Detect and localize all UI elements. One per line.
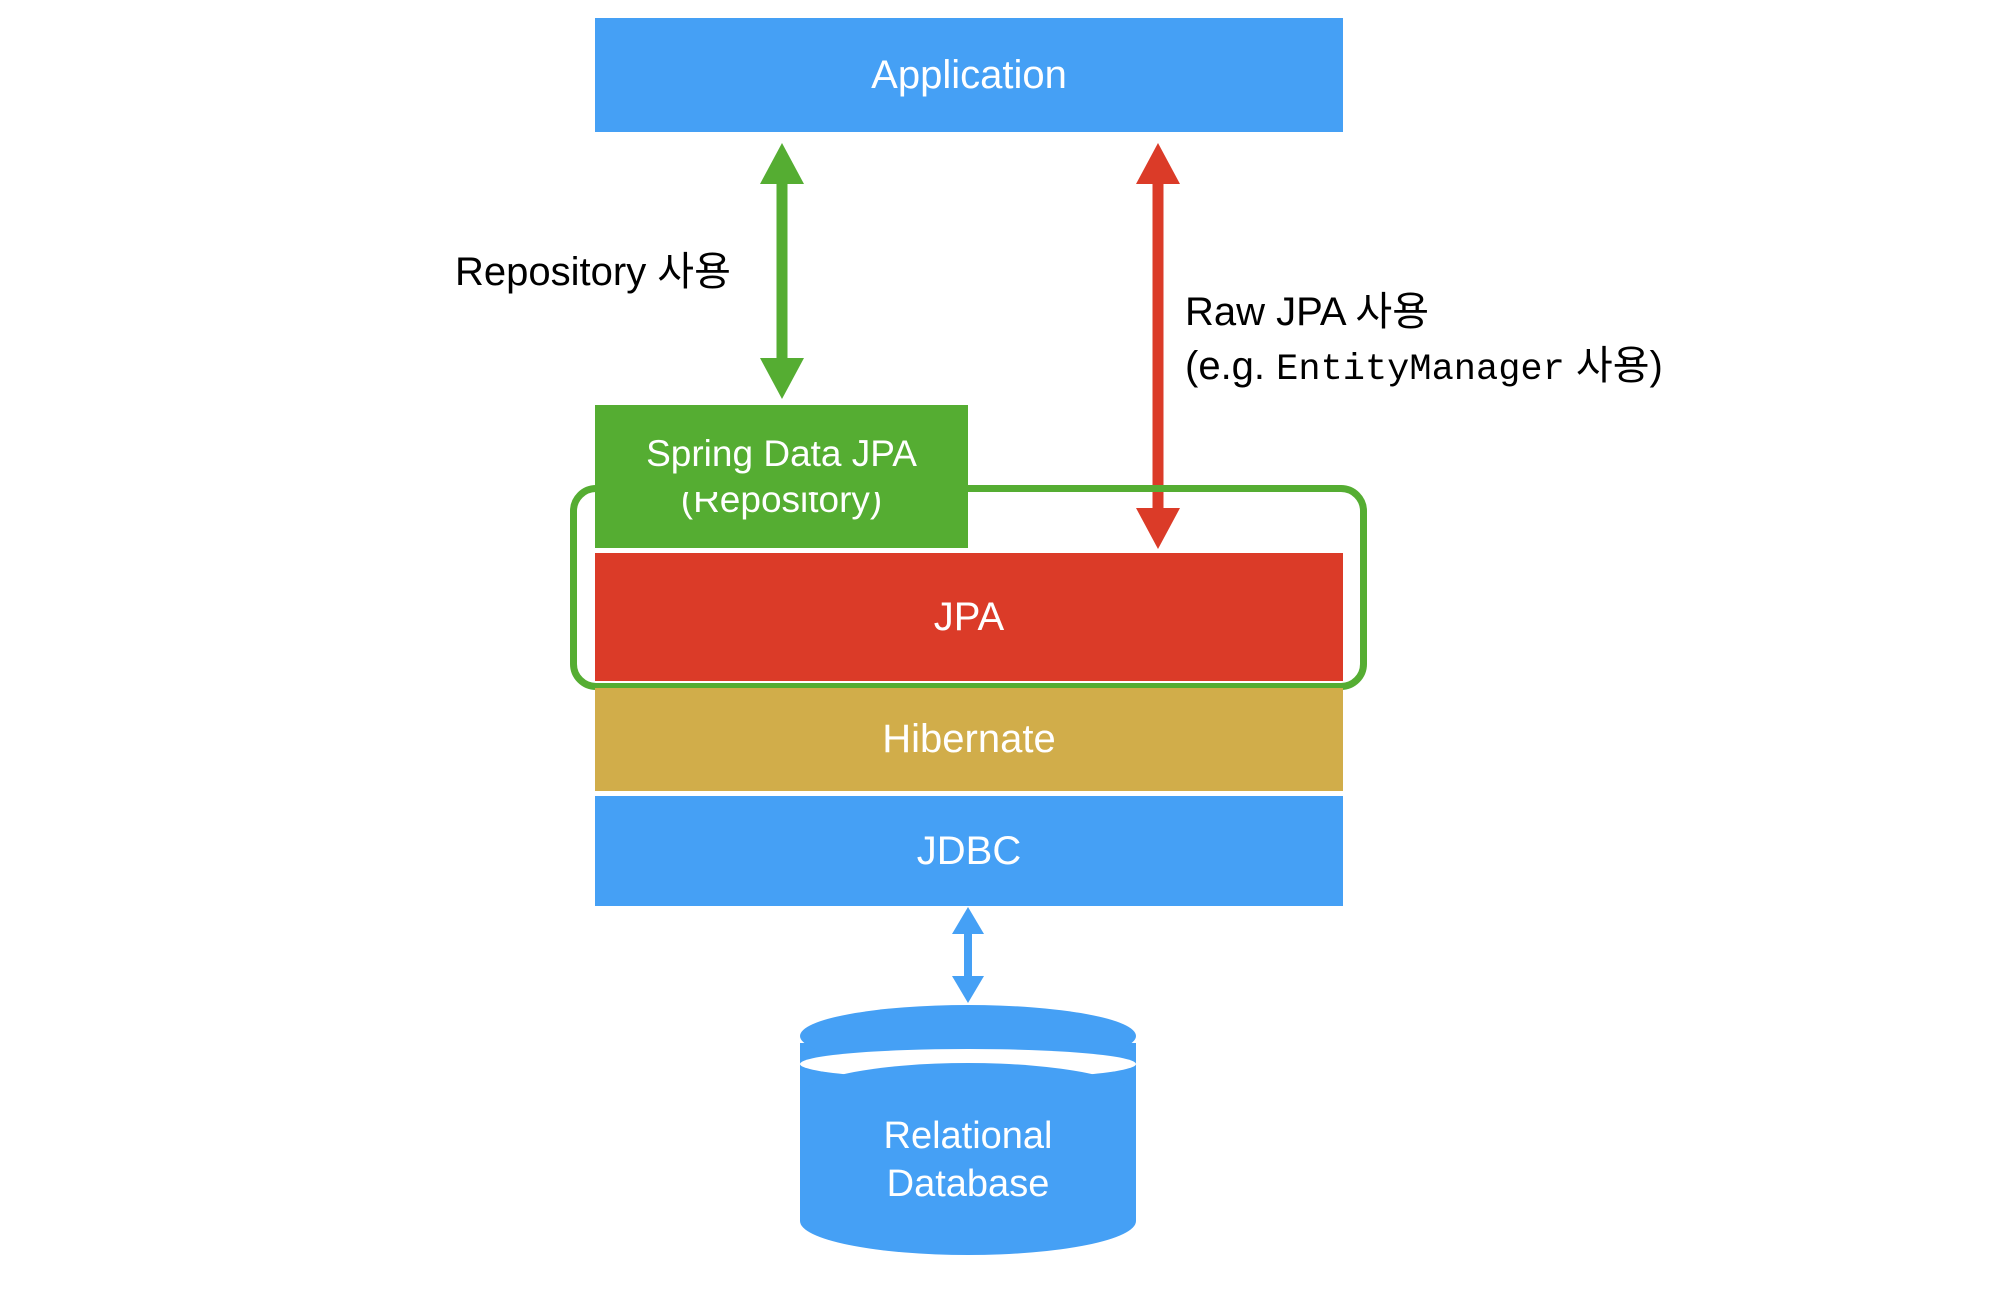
layer-label-hibernate: Hibernate — [882, 717, 1056, 762]
layer-box-jpa: JPA — [595, 553, 1343, 681]
annotation-repository-text: Repository 사용 — [455, 250, 731, 294]
annotation-raw-jpa-line2-prefix: (e.g. — [1185, 344, 1277, 388]
layer-label-spring-data-jpa: Spring Data JPA (Repository) — [646, 433, 917, 520]
annotation-raw-jpa-entitymanager: EntityManager — [1276, 349, 1565, 391]
layer-box-spring-data-jpa: Spring Data JPA (Repository) — [595, 405, 968, 548]
layer-label-jpa: JPA — [933, 594, 1005, 639]
annotation-repository-usage: Repository 사용 — [455, 245, 731, 299]
annotation-raw-jpa-line1: Raw JPA 사용 — [1185, 290, 1430, 334]
arrow-jdbc-to-database — [952, 907, 984, 1003]
layer-box-application: Application — [595, 18, 1343, 132]
arrow-repository-usage — [760, 143, 804, 399]
datastore-relational-database: Relational Database — [800, 1005, 1136, 1255]
layer-box-hibernate: Hibernate — [595, 688, 1343, 791]
datastore-label: Relational Database — [883, 1115, 1053, 1205]
annotation-raw-jpa-line2: (e.g. EntityManager 사용) — [1185, 339, 1663, 396]
layer-label-application: Application — [871, 52, 1067, 97]
layer-box-jdbc: JDBC — [595, 796, 1343, 906]
annotation-raw-jpa-line2-suffix: 사용) — [1564, 344, 1663, 388]
layer-label-jdbc: JDBC — [916, 828, 1022, 873]
arrow-raw-jpa-usage — [1136, 143, 1180, 549]
cylinder-body-top — [800, 1063, 1136, 1113]
annotation-raw-jpa-usage: Raw JPA 사용 (e.g. EntityManager 사용) — [1185, 285, 1663, 396]
